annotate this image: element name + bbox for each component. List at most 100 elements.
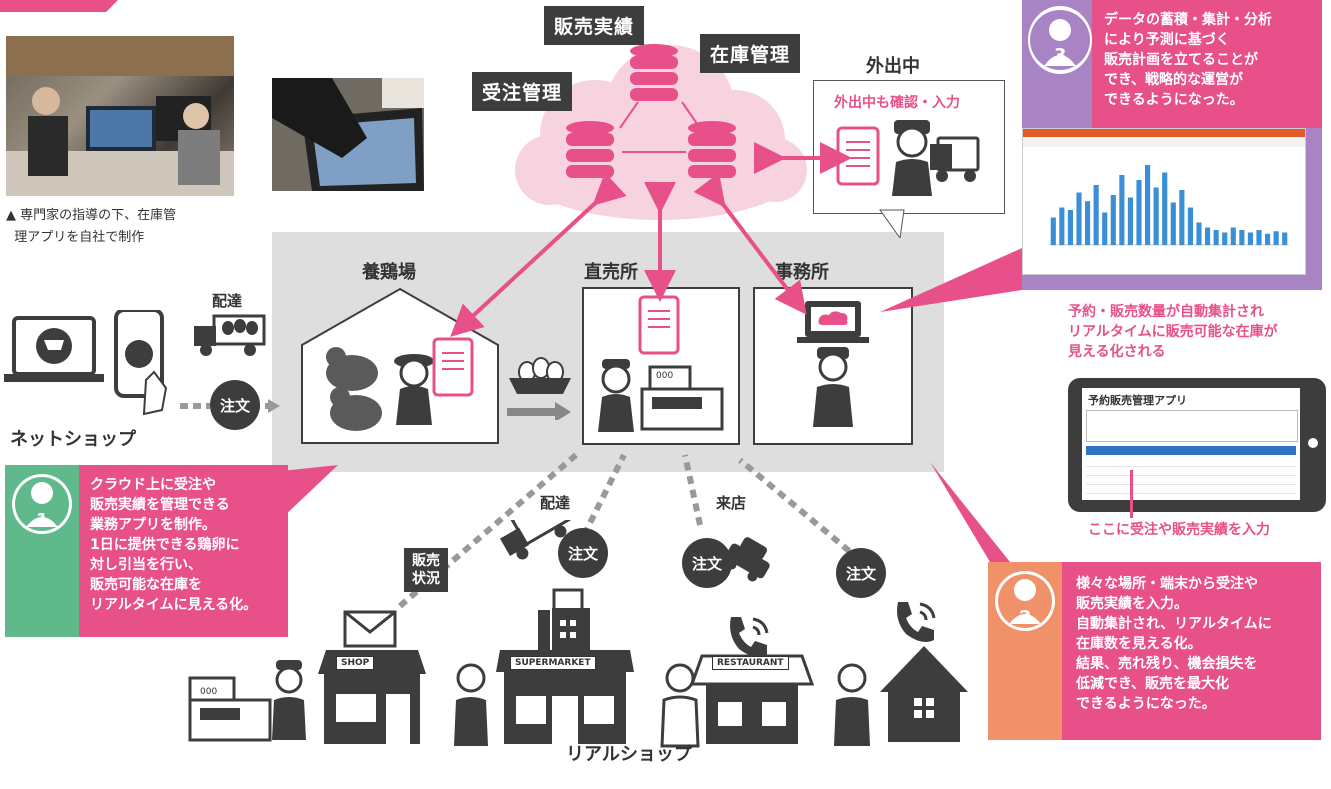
realshop-visit-label: 来店 [716,494,747,512]
point1-box: クラウド上に受注や 販売実績を管理できる 業務アプリを制作。 1日に提供できる鶏… [5,465,288,637]
point1-avatar: 1 [11,471,73,537]
point3-text: データの蓄積・集計・分析 により予測に基づく 販売計画を立てることが でき、戦略… [1104,12,1272,108]
database-icon-orders [566,121,614,178]
chart-bar [1153,187,1159,245]
tablet-note-top: 予約・販売数量が自動集計され リアルタイムに販売可能な在庫が 見える化される [1068,304,1278,360]
point2-text: 様々な場所・端末から受注や 販売実績を入力。 自動集計され、リアルタイムに 在庫… [1076,576,1272,712]
chart-bar [1205,227,1211,245]
chart-bar [1102,212,1108,245]
tag-inventory-mgmt: 在庫管理 [700,34,801,73]
tag-order-mgmt: 受注管理 [472,72,573,111]
point2-bg [1062,562,1321,740]
realshop-register-display: 000 [200,687,218,697]
tablet-icon [638,295,680,355]
netshop-order-badge: 注文 [210,380,260,430]
tag-sales-results: 販売実績 [544,6,645,45]
chart-bar [1239,230,1245,245]
worker-icon [892,120,932,196]
tablet-note-bottom: ここに受注や販売実績を入力 [1088,522,1270,538]
chart-bar [1067,210,1073,245]
photo-tablet-illustration [272,78,424,191]
tablet-icon [432,337,474,397]
point3-bg [1092,0,1322,128]
chart-bar [1127,197,1133,245]
consultant-icon [995,571,1055,631]
point2-number: 2 [1019,607,1032,628]
restaurant-sign: RESTAURANT [712,656,789,670]
realshop-order-badge-1: 注文 [558,528,608,578]
place-farm-label: 養鶏場 [362,262,416,283]
chart-bar [1187,207,1193,245]
chart-bar [1119,175,1125,245]
tablet-icon [836,126,880,186]
store-illustration [598,295,724,432]
laptop-cart-icon [4,316,104,382]
place-office-label: 事務所 [775,262,829,283]
tablet-table-header [1086,446,1296,455]
chart-bar [1282,232,1288,245]
realshop-order-badge-2: 注文 [682,538,732,588]
supermarket-sign: SUPERMARKET [510,656,596,670]
customer-icon [834,663,870,746]
chef-icon [660,663,700,748]
realshop-label: リアルショップ [566,744,692,765]
tablet-app-mock: 予約販売管理アプリ [1068,378,1326,518]
office-illustration [797,301,869,427]
store-register-display: 000 [656,371,674,381]
chart-bar [1145,165,1151,245]
realshop-delivery-label: 配達 [540,494,571,512]
farm-building [301,287,499,444]
netshop-devices [4,310,168,416]
smartphone-cart-icon [114,310,168,416]
chart-bar [1059,207,1065,245]
delivery-truck-icon [500,520,572,560]
tablet-app-title: 予約販売管理アプリ [1088,394,1187,407]
clerk-icon [598,359,634,432]
point1-text: クラウド上に受注や 販売実績を管理できる 業務アプリを制作。 1日に提供できる鶏… [90,477,258,613]
tablet-home-button [1308,438,1318,448]
realshop-order-badge-3: 注文 [836,548,886,598]
point3-box: データの蓄積・集計・分析 により予測に基づく 販売計画を立てることが でき、戦略… [1022,0,1322,290]
chicken-icon [326,347,382,431]
corner-tab [0,0,118,12]
businessman-icon [454,663,488,746]
netshop-delivery-label: 配達 [212,292,243,310]
chart-bar [1273,231,1279,245]
chart-bar [1196,222,1202,245]
photo-office [6,36,234,196]
chart-bar [1265,233,1271,245]
chart-bar [1170,202,1176,245]
chart-bar [1050,217,1056,245]
shop-sign: SHOP [336,656,375,670]
analysis-bar-chart [1049,165,1289,246]
chart-bar [1085,201,1091,245]
chart-bar [1179,190,1185,245]
tablet-screen: 予約販売管理アプリ [1082,388,1300,500]
register-icon [640,365,724,431]
tablet-form [1086,410,1298,442]
outside-title: 外出中 [866,56,920,77]
chart-bar [1093,185,1099,245]
egg-basket-icon [507,357,571,420]
consultant-icon [1030,10,1090,70]
realshop-illustrations [188,520,968,748]
netshop-label: ネットショップ [10,429,136,450]
chart-bar [1256,230,1262,245]
chart-bar [1136,180,1142,245]
point3-avatar: 3 [1028,6,1092,74]
point2-avatar: 2 [994,568,1056,634]
photo-caption: ▲ 専門家の指導の下、在庫管 理アプリを自社で制作 [6,208,177,245]
outside-caption: 外出中も確認・入力 [834,95,960,111]
register-icon [188,676,272,742]
analysis-screenshot [1022,128,1306,275]
point2-box: 様々な場所・端末から受注や 販売実績を入力。 自動集計され、リアルタイムに 在庫… [988,562,1321,740]
chart-bar [1110,195,1116,245]
car-icon [725,537,770,582]
chart-bar [1222,232,1228,245]
database-icons [566,44,736,178]
chart-bar [1076,192,1082,245]
chart-bar [1247,232,1253,245]
mail-icon [343,610,397,648]
place-store-label: 直売所 [584,262,638,283]
laptop-icon [797,301,869,343]
